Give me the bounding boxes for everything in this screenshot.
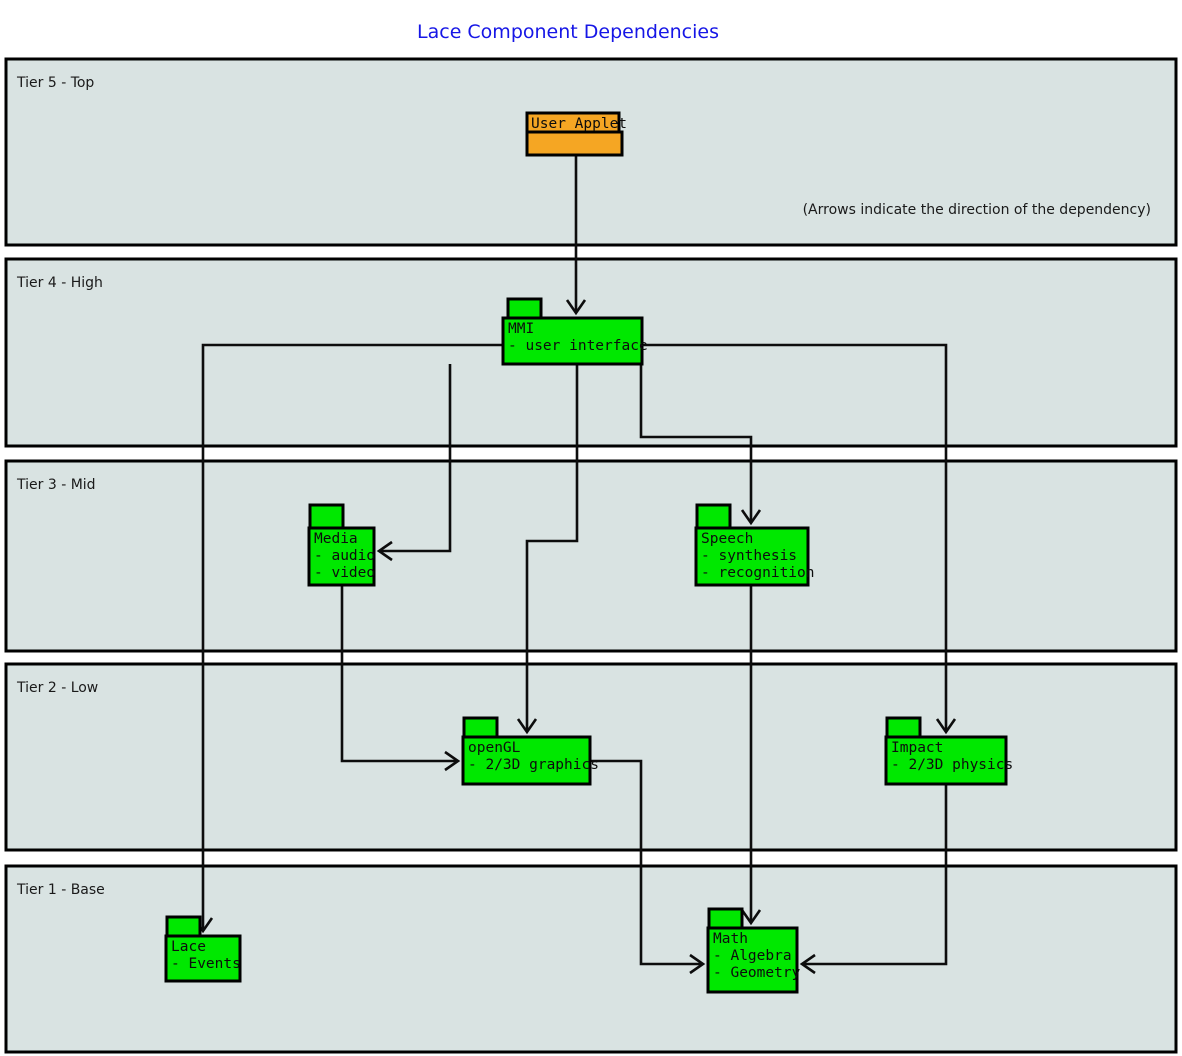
component-label-speech-line-1: - synthesis	[701, 548, 797, 564]
component-label-user-applet: User Applet	[531, 116, 627, 132]
connector-impact-to-math	[799, 784, 948, 975]
package-tab-opengl	[462, 716, 499, 739]
arrow-head-speech-to-math	[740, 909, 762, 926]
connector-mmi-to-impact	[642, 343, 957, 735]
component-math[interactable]: Math- Algebra- Geometry	[706, 907, 801, 994]
component-opengl[interactable]: openGL- 2/3D graphics	[461, 716, 599, 786]
component-media[interactable]: Media- audio- video	[307, 503, 376, 587]
connector-opengl-to-math	[590, 759, 706, 975]
connector-mmi-to-media	[376, 364, 452, 562]
arrow-head-mmi-to-opengl	[516, 718, 538, 735]
package-body-math	[706, 926, 799, 994]
arrow-direction-note: (Arrows indicate the direction of the de…	[803, 202, 1151, 218]
package-body-mmi	[501, 316, 644, 366]
component-label-opengl-line-1: - 2/3D graphics	[468, 757, 599, 773]
package-body-user-applet	[525, 130, 624, 157]
component-label-speech-line-2: - recognition	[701, 565, 815, 581]
package-body-impact	[884, 735, 1008, 786]
connector-line-mmi-to-lace	[201, 343, 503, 931]
component-label-impact-line-0: Impact	[891, 740, 943, 756]
package-body-opengl	[461, 735, 592, 786]
package-body-media	[307, 526, 376, 587]
connector-line-mmi-to-opengl	[525, 364, 579, 732]
package-tab-speech	[695, 503, 732, 530]
package-tab-math	[707, 907, 744, 930]
connector-line-impact-to-math	[802, 784, 948, 966]
connector-line-mmi-to-media	[379, 364, 452, 553]
component-speech[interactable]: Speech- synthesis- recognition	[694, 503, 815, 587]
package-tab-lace	[165, 915, 202, 938]
tier-label-tier2: Tier 2 - Low	[16, 680, 98, 696]
connector-applet-to-mmi	[565, 155, 587, 316]
package-tab-impact	[885, 716, 922, 739]
component-label-lace-line-0: Lace	[171, 939, 206, 955]
arrow-head-mmi-to-media	[376, 540, 393, 562]
component-label-lace-line-1: - Events	[171, 956, 241, 972]
component-lace[interactable]: Lace- Events	[164, 915, 242, 983]
component-label-math-line-1: - Algebra	[713, 948, 792, 964]
package-tab-media	[308, 503, 345, 530]
package-body-speech	[694, 526, 810, 587]
arrow-head-applet-to-mmi	[565, 299, 587, 316]
component-label-speech-line-0: Speech	[701, 531, 753, 547]
component-label-math-line-2: - Geometry	[713, 965, 801, 981]
component-user-applet[interactable]: User Applet	[525, 111, 627, 157]
component-label-media-line-2: - video	[314, 565, 375, 581]
connector-mmi-to-speech	[639, 364, 762, 526]
connector-line-opengl-to-math	[590, 759, 703, 966]
component-label-mmi-line-1: - user interface	[508, 338, 648, 354]
component-label-math-line-0: Math	[713, 931, 748, 947]
package-tab-mmi	[506, 297, 543, 320]
connector-line-mmi-to-impact	[642, 343, 948, 732]
arrow-head-mmi-to-speech	[740, 509, 762, 526]
component-label-media-line-1: - audio	[314, 548, 375, 564]
arrow-head-opengl-to-math	[689, 953, 706, 975]
arrow-head-impact-to-math	[799, 953, 816, 975]
tier-label-tier5: Tier 5 - Top	[16, 75, 94, 91]
connector-line-media-to-opengl	[340, 585, 458, 763]
page-title: Lace Component Dependencies	[417, 21, 719, 43]
connector-line-mmi-to-speech	[639, 364, 753, 523]
component-impact[interactable]: Impact- 2/3D physics	[884, 716, 1013, 786]
tier-label-tier4: Tier 4 - High	[16, 275, 103, 291]
component-label-impact-line-1: - 2/3D physics	[891, 757, 1013, 773]
connector-media-to-opengl	[340, 585, 461, 772]
component-label-opengl-line-0: openGL	[468, 740, 521, 756]
package-body-lace	[164, 934, 242, 983]
tier-rect-tier4	[4, 257, 1178, 448]
connector-speech-to-math	[740, 585, 762, 926]
tier-rect-tier3	[4, 459, 1178, 653]
tier-rect-tier1	[4, 864, 1178, 1054]
component-label-media-line-0: Media	[314, 531, 358, 547]
tier-label-tier3: Tier 3 - Mid	[16, 477, 96, 493]
tier-group-tier3: Tier 3 - Mid	[4, 459, 1178, 653]
arrow-head-media-to-opengl	[444, 750, 461, 772]
component-mmi[interactable]: MMI- user interface	[501, 297, 648, 366]
tier-label-tier1: Tier 1 - Base	[16, 882, 105, 898]
connector-mmi-to-opengl	[516, 364, 579, 735]
tier-group-tier4: Tier 4 - High	[4, 257, 1178, 448]
component-label-mmi-line-0: MMI	[508, 321, 534, 337]
tier-group-tier1: Tier 1 - Base	[4, 864, 1178, 1054]
arrow-head-mmi-to-impact	[935, 718, 957, 735]
